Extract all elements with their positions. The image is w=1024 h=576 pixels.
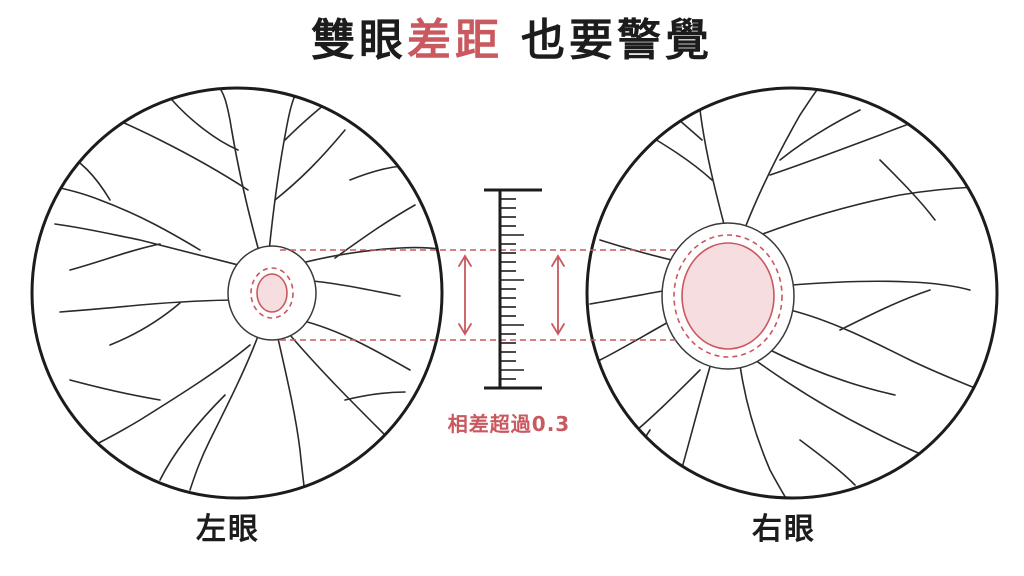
page-title: 雙眼差距也要警覺	[0, 6, 1024, 76]
left-retina-vessels	[44, 88, 442, 496]
height-arrow-left	[458, 254, 472, 336]
right-eye-label: 右眼	[752, 512, 816, 547]
left-eye-outline	[30, 86, 444, 500]
left-optic-disc	[227, 245, 317, 341]
left-eye-label: 左眼	[196, 512, 260, 547]
title-part-difference: 差距	[407, 15, 503, 66]
measurement-guides	[280, 249, 676, 341]
title-part-alert: 也要警覺	[521, 15, 713, 66]
height-arrow-right	[551, 254, 565, 336]
right-eye-outline	[585, 86, 999, 500]
difference-label: 相差超過0.3	[447, 412, 571, 436]
measurement-ruler	[484, 188, 542, 390]
right-optic-disc	[661, 222, 795, 370]
title-part-binocular: 雙眼	[311, 15, 407, 66]
